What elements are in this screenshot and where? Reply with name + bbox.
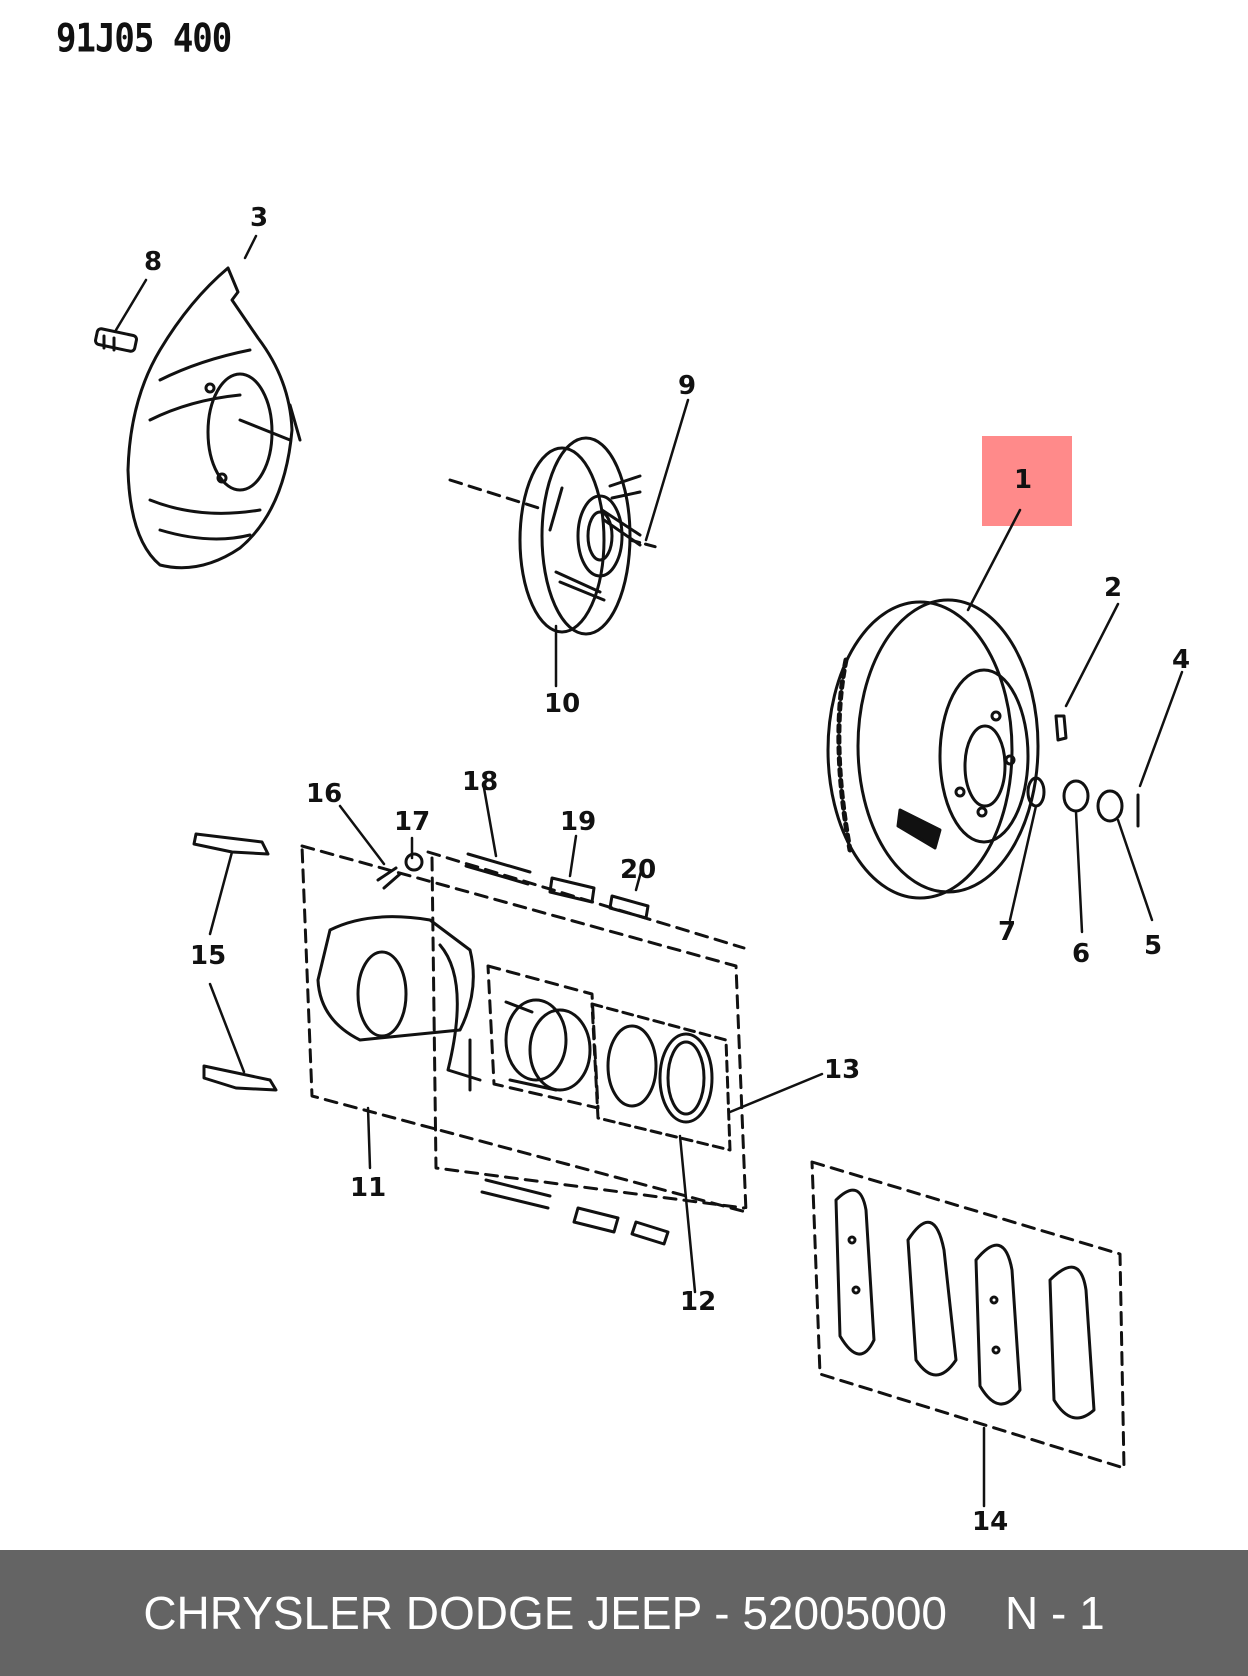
callout-9: 9 <box>678 371 696 401</box>
callout-14: 14 <box>972 1507 1008 1537</box>
splash-shield-part <box>126 266 302 570</box>
anti-rattle-clips-part <box>192 832 278 1092</box>
footer-brand: CHRYSLER DODGE JEEP - 52005000 <box>143 1587 947 1639</box>
callout-11: 11 <box>350 1173 386 1203</box>
diagram-code: 91J05 400 <box>56 16 232 62</box>
piston-part <box>486 964 600 1110</box>
callout-2: 2 <box>1104 573 1122 603</box>
callout-4: 4 <box>1172 645 1190 675</box>
callout-12: 12 <box>680 1287 716 1317</box>
footer-page: N - 1 <box>1005 1587 1105 1639</box>
brake-pads-part <box>810 1160 1126 1470</box>
callout-6: 6 <box>1072 939 1090 969</box>
leader-lines <box>114 234 1184 1508</box>
callout-numbers: 1 2 3 4 5 6 7 8 9 10 11 12 13 14 15 16 1… <box>144 203 1190 1537</box>
callout-18: 18 <box>462 767 498 797</box>
callout-10: 10 <box>544 689 580 719</box>
highlight-box <box>982 436 1072 526</box>
brake-rotor-part <box>826 598 1040 900</box>
callout-5: 5 <box>1144 931 1162 961</box>
callout-17: 17 <box>394 807 430 837</box>
callout-1: 1 <box>1014 465 1032 495</box>
callout-13: 13 <box>824 1055 860 1085</box>
callout-3: 3 <box>250 203 268 233</box>
seal-kit-part <box>590 1002 732 1152</box>
hub-bearing-part <box>448 436 662 636</box>
callout-8: 8 <box>144 247 162 277</box>
callout-19: 19 <box>560 807 596 837</box>
footer-bar: CHRYSLER DODGE JEEP - 52005000 N - 1 <box>0 1550 1248 1676</box>
callout-15: 15 <box>190 941 226 971</box>
callout-16: 16 <box>306 779 342 809</box>
bolt-part <box>94 327 138 353</box>
callout-7: 7 <box>998 917 1016 947</box>
small-hardware-parts <box>1026 714 1140 828</box>
exploded-parts-diagram: 1 2 3 4 5 6 7 8 9 10 11 12 13 14 15 16 1… <box>94 203 1190 1537</box>
caliper-hardware-parts <box>376 852 650 920</box>
callout-20: 20 <box>620 855 656 885</box>
